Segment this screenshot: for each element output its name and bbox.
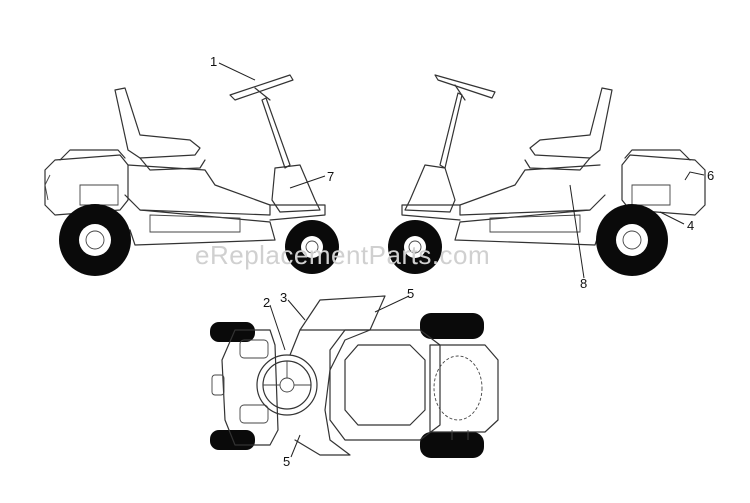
callout-3: 3	[280, 290, 287, 305]
callout-4: 4	[687, 218, 694, 233]
top-view-mower	[210, 295, 499, 458]
leader-lines	[218, 62, 705, 458]
right-mower-side-view	[388, 74, 706, 276]
callout-5-bottom: 5	[283, 454, 290, 469]
callout-7: 7	[327, 169, 334, 184]
callout-1: 1	[210, 54, 217, 69]
watermark-text: eReplacementParts.com	[195, 240, 490, 270]
left-mower-side-view	[44, 74, 339, 276]
callout-5-top: 5	[407, 286, 414, 301]
callout-6: 6	[707, 168, 714, 183]
callout-8: 8	[580, 276, 587, 291]
callout-2: 2	[263, 295, 270, 310]
